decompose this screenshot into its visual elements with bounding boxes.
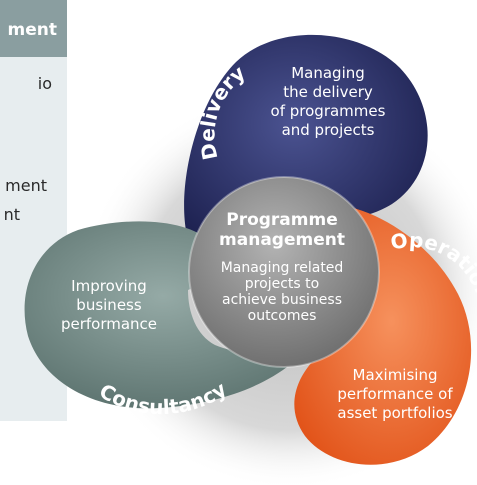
operations-description: Maximising performance of asset portfoli… [337, 366, 453, 422]
delivery-petal [184, 34, 428, 258]
center-desc-line: outcomes [248, 308, 317, 324]
center-title-line: management [219, 230, 345, 250]
center-title-line: Programme [226, 210, 338, 230]
operations-petal [294, 204, 472, 465]
operations-desc-line: asset portfolios [337, 404, 452, 422]
operations-desc-line: performance of [337, 385, 453, 403]
side-panel-header-text: ment [7, 20, 57, 40]
center-desc-line: projects to [245, 276, 319, 292]
center-desc-line: achieve business [222, 292, 342, 308]
delivery-desc-line: the delivery [283, 83, 373, 101]
consultancy-desc-line: business [76, 296, 142, 314]
center-desc-line: Managing related [221, 260, 344, 276]
side-panel: ment io ment nt [0, 0, 67, 421]
consultancy-desc-line: Improving [71, 277, 147, 295]
side-panel-line: io [37, 74, 52, 93]
delivery-description: Managing the delivery of programmes and … [271, 64, 386, 139]
delivery-desc-line: Managing [291, 64, 365, 82]
operations-desc-line: Maximising [353, 366, 438, 384]
side-panel-line: ment [5, 176, 47, 195]
delivery-desc-line: and projects [282, 121, 375, 139]
consultancy-desc-line: performance [61, 315, 157, 333]
center-circle [188, 176, 380, 368]
delivery-desc-line: of programmes [271, 102, 386, 120]
side-panel-header: ment [0, 0, 67, 57]
side-panel-line: nt [3, 205, 20, 224]
consultancy-description: Improving business performance [61, 277, 157, 333]
center-text: Programme management Managing related pr… [219, 210, 345, 324]
